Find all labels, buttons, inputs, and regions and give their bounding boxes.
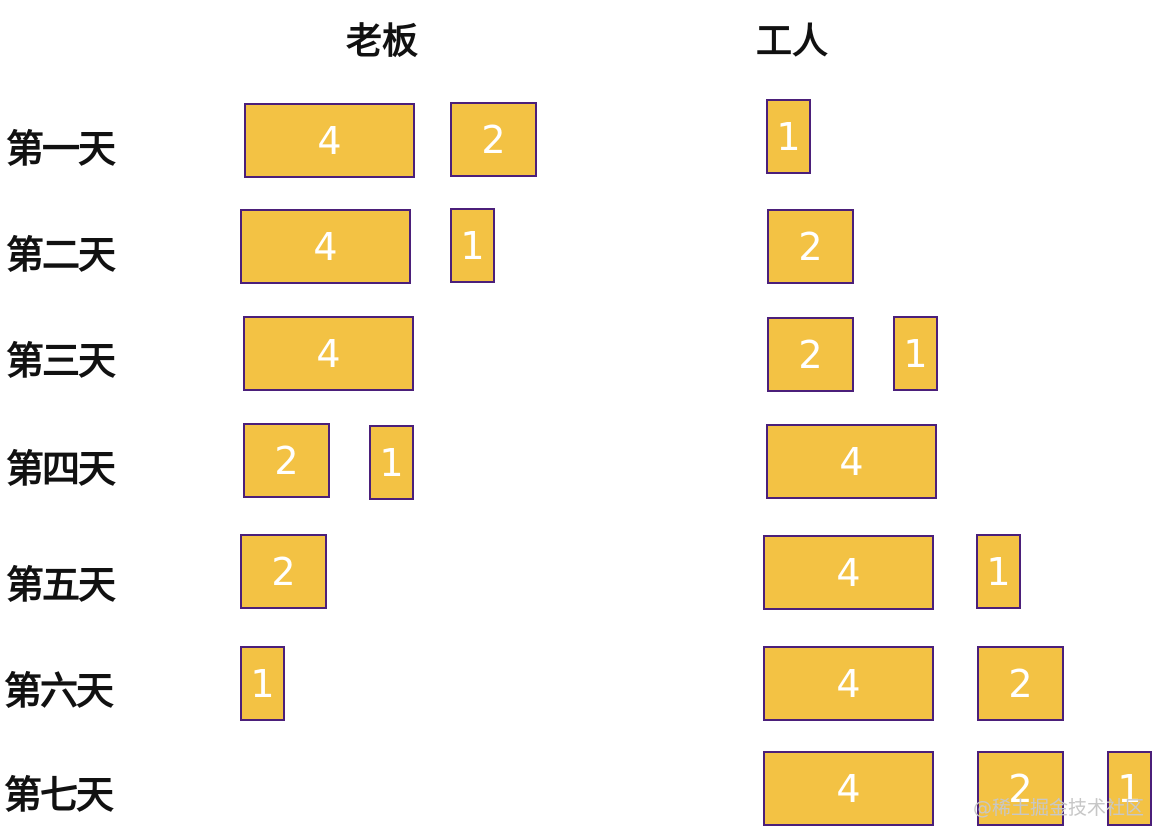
watermark: @稀土掘金技术社区 bbox=[972, 797, 1144, 819]
worker-block-day3-1: 1 bbox=[893, 316, 938, 391]
day-label-1: 第一天 bbox=[6, 127, 116, 171]
worker-block-day6-4: 4 bbox=[763, 646, 934, 721]
worker-block-day5-4: 4 bbox=[763, 535, 934, 610]
worker-block-day5-1: 1 bbox=[976, 534, 1021, 609]
day-label-6: 第六天 bbox=[4, 669, 114, 713]
boss-block-day3-4: 4 bbox=[243, 316, 414, 391]
boss-block-day6-1: 1 bbox=[240, 646, 285, 721]
boss-block-day2-1: 1 bbox=[450, 208, 495, 283]
day-label-2: 第二天 bbox=[6, 233, 116, 277]
worker-block-day7-2: 2 bbox=[977, 751, 1064, 826]
worker-block-day4-4: 4 bbox=[766, 424, 937, 499]
day-label-5: 第五天 bbox=[6, 563, 116, 607]
boss-block-day5-2: 2 bbox=[240, 534, 327, 609]
day-label-4: 第四天 bbox=[6, 447, 116, 491]
worker-block-day3-2: 2 bbox=[767, 317, 854, 392]
worker-block-day1-1: 1 bbox=[766, 99, 811, 174]
worker-block-day7-1: 1 bbox=[1107, 751, 1152, 826]
worker-column-title: 工人 bbox=[755, 21, 828, 62]
day-label-3: 第三天 bbox=[6, 339, 116, 383]
worker-block-day2-2: 2 bbox=[767, 209, 854, 284]
boss-block-day4-2: 2 bbox=[243, 423, 330, 498]
boss-block-day2-4: 4 bbox=[240, 209, 411, 284]
boss-column-title: 老板 bbox=[345, 21, 418, 62]
boss-block-day1-2: 2 bbox=[450, 102, 537, 177]
worker-block-day6-2: 2 bbox=[977, 646, 1064, 721]
boss-block-day4-1: 1 bbox=[369, 425, 414, 500]
boss-block-day1-4: 4 bbox=[244, 103, 415, 178]
worker-block-day7-4: 4 bbox=[763, 751, 934, 826]
day-label-7: 第七天 bbox=[4, 773, 114, 817]
